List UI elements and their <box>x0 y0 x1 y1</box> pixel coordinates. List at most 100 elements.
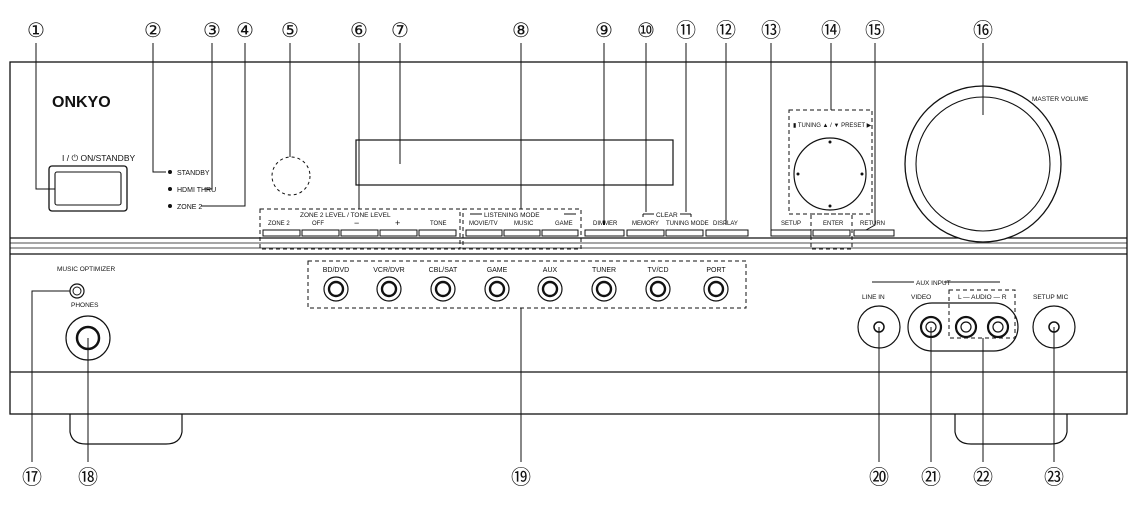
off-button[interactable] <box>301 229 340 237</box>
level-down-button[interactable] <box>340 229 379 237</box>
movie-tv-button[interactable] <box>465 229 503 237</box>
audio-jacks-group-outline <box>948 289 1016 339</box>
cursor-pad[interactable] <box>793 137 867 211</box>
zone-tone-group-label: ZONE 2 LEVEL / TONE LEVEL <box>300 212 391 219</box>
callout-10: ⑩ <box>637 18 655 42</box>
power-label: I / ⏻ ON/STANDBY <box>62 153 135 163</box>
indicator-list: STANDBY HDMI THRU ZONE 2 <box>168 170 216 211</box>
setup-button[interactable] <box>770 229 812 237</box>
callout-12: ⑫ <box>716 18 736 42</box>
callout-18: ⑱ <box>78 465 98 489</box>
callout-5: ⑤ <box>281 18 299 42</box>
input-label-game: GAME <box>487 267 508 274</box>
input-label-aux: AUX <box>543 267 558 274</box>
callout-17: ⑰ <box>22 465 42 489</box>
input-selector-group-outline <box>307 260 747 309</box>
chassis <box>9 61 1128 415</box>
standby-led <box>168 170 172 174</box>
callout-8: ⑧ <box>512 18 530 42</box>
remote-sensor <box>271 156 311 196</box>
movie-tv-button-label: MOVIE/TV <box>469 221 498 227</box>
tuning-preset-label: ▮ TUNING ▲ / ▼ PRESET ▶ <box>793 123 872 129</box>
memory-button[interactable] <box>626 229 665 237</box>
tuning-mode-button[interactable] <box>665 229 704 237</box>
callout-2: ② <box>144 18 162 42</box>
indicator-zone2: ZONE 2 <box>177 204 202 211</box>
display-button[interactable] <box>705 229 749 237</box>
level-down-button-label: − <box>354 218 359 228</box>
input-label-port: PORT <box>706 267 726 274</box>
input-label-tv-cd: TV/CD <box>648 267 669 274</box>
callout-16: ⑯ <box>973 18 993 42</box>
callout-4: ④ <box>236 18 254 42</box>
callout-14: ⑭ <box>821 18 841 42</box>
listening-mode-group-outline <box>462 208 582 250</box>
input-button-ring-port <box>707 280 725 298</box>
line-in-label: LINE IN <box>862 294 885 301</box>
hdmi-thru-led <box>168 187 172 191</box>
input-button-ring-aux <box>541 280 559 298</box>
audio-lr-label: L — AUDIO — R <box>958 294 1007 301</box>
callout-1: ① <box>27 18 45 42</box>
zone-tone-buttons: ZONE 2 OFF − + TONE <box>262 218 457 237</box>
input-button-ring-bd-dvd <box>327 280 345 298</box>
zone-tone-group-outline <box>259 208 461 250</box>
left-foot <box>69 414 183 445</box>
audio-right-jack[interactable] <box>986 315 1010 339</box>
listening-mode-label: LISTENING MODE <box>484 212 540 219</box>
tone-button[interactable] <box>418 229 457 237</box>
input-button-ring-tv-cd <box>649 280 667 298</box>
enter-group-outline <box>810 213 853 250</box>
display-button-label: DISPLAY <box>713 221 738 227</box>
return-button-label: RETURN <box>860 221 885 227</box>
off-button-label: OFF <box>312 221 324 227</box>
dimmer-button-label: DIMMER <box>593 221 618 227</box>
right-foot <box>954 414 1068 445</box>
input-button-game[interactable] <box>484 276 510 302</box>
game-mode-button[interactable] <box>541 229 579 237</box>
indicator-hdmi-thru: HDMI THRU <box>177 187 216 194</box>
callout-22: ㉒ <box>973 465 993 489</box>
music-button[interactable] <box>503 229 541 237</box>
level-up-button[interactable] <box>379 229 418 237</box>
callout-20: ⑳ <box>869 465 889 489</box>
input-button-cbl-sat[interactable] <box>430 276 456 302</box>
input-button-port[interactable] <box>703 276 729 302</box>
input-button-bd-dvd[interactable] <box>323 276 349 302</box>
zone2-button-label: ZONE 2 <box>268 221 290 227</box>
callout-6: ⑥ <box>350 18 368 42</box>
input-button-tv-cd[interactable] <box>645 276 671 302</box>
listening-mode-buttons: MOVIE/TV MUSIC GAME <box>465 221 579 237</box>
callout-19: ⑲ <box>511 465 531 489</box>
master-volume-knob[interactable] <box>915 96 1051 232</box>
enter-button-label: ENTER <box>823 221 844 227</box>
music-optimizer-button[interactable] <box>69 283 85 299</box>
phones-label: PHONES <box>71 302 99 309</box>
power-button[interactable] <box>54 171 122 206</box>
setup-button-label: SETUP <box>781 221 801 227</box>
memory-button-label: MEMORY <box>632 221 659 227</box>
game-mode-button-label: GAME <box>555 221 573 227</box>
zone2-button[interactable] <box>262 229 301 237</box>
input-button-aux[interactable] <box>537 276 563 302</box>
audio-left-jack[interactable] <box>954 315 978 339</box>
return-button[interactable] <box>853 229 895 237</box>
dimmer-button[interactable] <box>584 229 625 237</box>
music-button-label: MUSIC <box>514 221 534 227</box>
callout-3: ③ <box>203 18 221 42</box>
callout-11: ⑪ <box>676 18 696 42</box>
callout-15: ⑮ <box>865 18 885 42</box>
input-button-vcr-dvr[interactable] <box>376 276 402 302</box>
enter-button[interactable] <box>812 229 851 237</box>
input-label-bd-dvd: BD/DVD <box>323 267 349 274</box>
callout-13: ⑬ <box>761 18 781 42</box>
input-button-ring-cbl-sat <box>434 280 452 298</box>
setup-mic-label: SETUP MIC <box>1033 294 1069 301</box>
input-label-tuner: TUNER <box>592 267 616 274</box>
tuning-mode-button-label: TUNING MODE <box>666 221 709 227</box>
input-label-vcr-dvr: VCR/DVR <box>373 267 405 274</box>
input-button-tuner[interactable] <box>591 276 617 302</box>
